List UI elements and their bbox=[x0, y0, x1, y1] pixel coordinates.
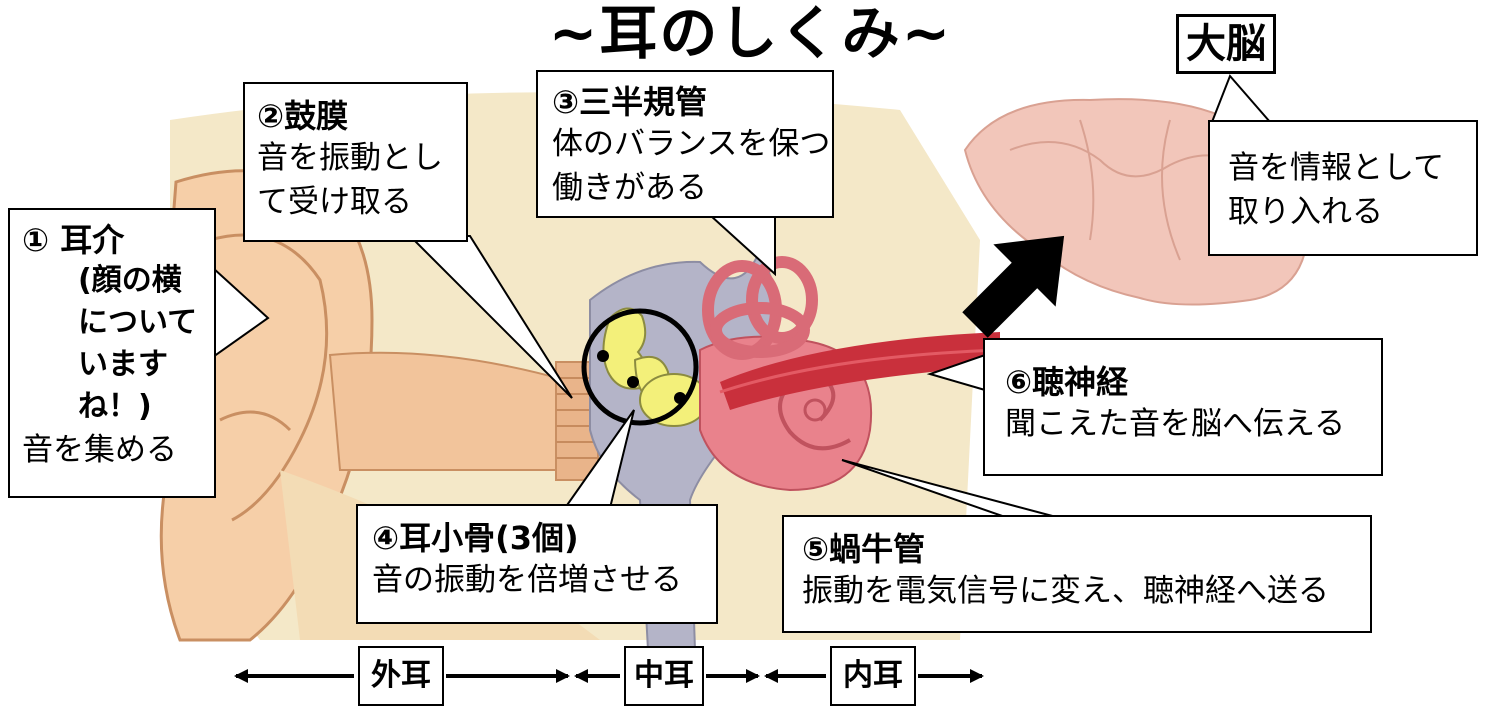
pinna-callout-title: ① 耳介 bbox=[22, 221, 125, 259]
cochlea-callout-text: 振動を電気信号に変え、聴神経へ送る bbox=[802, 573, 1329, 609]
ossicles-callout-text: 音の振動を倍増させる bbox=[372, 562, 682, 598]
eardrum-callout: ②鼓膜 音を振動とし て受け取る bbox=[243, 82, 468, 242]
eardrum-callout-title: ②鼓膜 bbox=[257, 97, 349, 135]
brain-arrow-icon bbox=[962, 235, 1065, 338]
canals-callout-text: 体のバランスを保つ 働きがある bbox=[552, 126, 831, 206]
brain-label: 大脳 bbox=[1176, 14, 1276, 74]
ossicles-callout: ④耳小骨(3個) 音の振動を倍増させる bbox=[356, 504, 718, 624]
middle-ear-label: 中耳 bbox=[624, 646, 704, 706]
inner-ear-label: 内耳 bbox=[830, 646, 916, 706]
nerve-callout-text: 聞こえた音を脳へ伝える bbox=[1005, 406, 1346, 442]
pinna-callout-note: (顔の横 について います ね！) bbox=[78, 263, 198, 424]
outer-ear-label: 外耳 bbox=[358, 646, 444, 706]
pinna-inner-fold bbox=[219, 410, 292, 432]
page-title: ~耳のしくみ~ bbox=[548, 0, 953, 67]
pinna-callout: ① 耳介 (顔の横 について います ね！) 音を集める bbox=[8, 208, 216, 498]
ossicles-highlight-ring bbox=[581, 308, 699, 426]
brain-callout: 音を情報として 取り入れる bbox=[1208, 120, 1478, 256]
nerve-callout-title: ⑥聴神経 bbox=[1005, 363, 1129, 401]
eardrum-callout-text: 音を振動とし て受け取る bbox=[257, 140, 443, 220]
auditory-nerve-shape bbox=[720, 332, 1000, 410]
ossicles-callout-title: ④耳小骨(3個) bbox=[372, 519, 579, 557]
brain-pointer bbox=[1210, 74, 1273, 123]
cochlea-callout-title: ⑤蝸牛管 bbox=[802, 530, 926, 568]
pinna-callout-text: 音を集める bbox=[22, 432, 177, 468]
nerve-callout: ⑥聴神経 聞こえた音を脳へ伝える bbox=[983, 338, 1383, 476]
cochlea-callout: ⑤蝸牛管 振動を電気信号に変え、聴神経へ送る bbox=[782, 515, 1372, 633]
canals-callout-title: ③三半規管 bbox=[552, 83, 708, 121]
canals-callout: ③三半規管 体のバランスを保つ 働きがある bbox=[536, 70, 834, 218]
brain-callout-text: 音を情報として 取り入れる bbox=[1228, 150, 1445, 230]
semicircular-canals-shape bbox=[702, 256, 818, 360]
